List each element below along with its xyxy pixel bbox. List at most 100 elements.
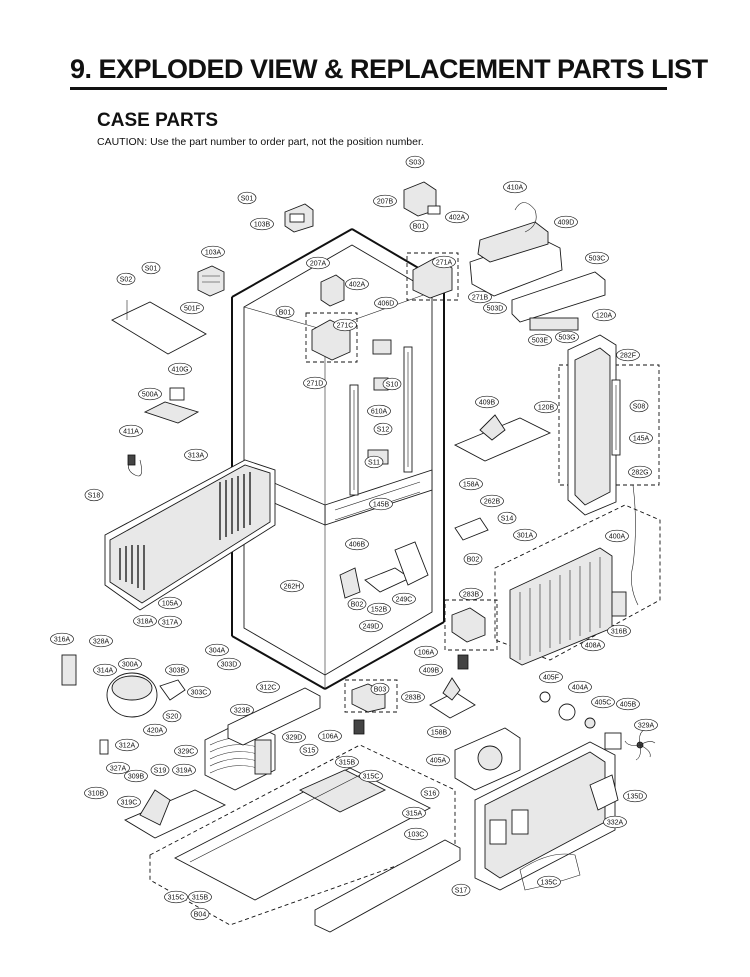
callout-label: 323B [234, 708, 251, 715]
callout-label: 404A [572, 685, 589, 692]
callout-label: 312C [260, 685, 277, 692]
callout-label: 271A [436, 260, 453, 267]
callout-label: 503C [589, 256, 606, 263]
callout-310b: 310B [84, 786, 108, 800]
callout-103c: 103C [404, 827, 428, 841]
callout-label: S08 [633, 404, 646, 411]
callout-label: 319A [176, 768, 193, 775]
callout-332a: 332A [603, 815, 627, 829]
callout-501f: 501F [180, 301, 204, 315]
callout-label: S14 [501, 516, 514, 523]
callout-283b: 283B [459, 587, 483, 601]
callout-label: 135D [627, 794, 644, 801]
callout-262h: 262H [280, 579, 304, 593]
callout-145b: 145B [369, 497, 393, 511]
callout-label: 106A [418, 650, 435, 657]
callout-label: S02 [120, 277, 133, 284]
callout-label: 152B [371, 607, 388, 614]
callout-120b: 120B [534, 400, 558, 414]
callout-b01: B01 [409, 219, 429, 233]
callout-label: 315B [192, 895, 209, 902]
callout-249d: 249D [359, 619, 383, 633]
callout-label: 501F [184, 306, 200, 313]
callout-label: S01 [145, 266, 158, 273]
callout-label: 103B [254, 222, 271, 229]
callout-label: 503D [487, 306, 504, 313]
callout-315b: 315B [335, 755, 359, 769]
callout-323b: 323B [230, 703, 254, 717]
callout-315c: 315C [359, 769, 383, 783]
section-title: CASE PARTS [97, 110, 219, 131]
callout-label: 409B [479, 400, 496, 407]
callout-b01: B01 [275, 305, 295, 319]
callout-label: 328A [93, 639, 110, 646]
callout-label: 271B [472, 295, 489, 302]
callout-271d: 271D [303, 376, 327, 390]
callout-label: S17 [455, 888, 468, 895]
callout-label: B01 [279, 310, 292, 317]
callout-label: 105A [162, 601, 179, 608]
callout-label: 406D [378, 301, 395, 308]
callout-label: 409B [423, 668, 440, 675]
callout-b02: B02 [347, 597, 367, 611]
callout-283b: 283B [401, 690, 425, 704]
callout-327a: 327A [106, 761, 130, 775]
callout-411a: 411A [119, 424, 143, 438]
callout-152b: 152B [367, 602, 391, 616]
callout-label: 283B [405, 695, 422, 702]
callout-label: 271C [337, 323, 354, 330]
callout-316a: 316A [50, 632, 74, 646]
callout-271c: 271C [333, 318, 357, 332]
callout-315b: 315B [188, 890, 212, 904]
callout-label: 303C [191, 690, 208, 697]
callout-label: 315A [406, 811, 423, 818]
callout-label: 411A [123, 429, 139, 436]
right-liner [558, 334, 660, 606]
cover-312c [227, 687, 321, 746]
callout-label: S11 [368, 460, 380, 467]
callout-s20: S20 [162, 709, 182, 723]
callout-label: 120B [538, 405, 555, 412]
callout-label: 610A [371, 409, 388, 416]
rear-cover [474, 741, 619, 891]
callout-label: 405A [430, 758, 447, 765]
callout-label: 329C [178, 749, 195, 756]
evaporator [494, 504, 661, 666]
callout-503e: 503E [528, 333, 552, 347]
callout-label: 282G [631, 470, 648, 477]
title-underline [70, 87, 667, 90]
callout-label: 283B [463, 592, 480, 599]
callout-316b: 316B [607, 624, 631, 638]
callout-label: S12 [377, 427, 390, 434]
callout-label: B04 [194, 912, 207, 919]
callout-s18: S18 [84, 488, 104, 502]
back-plate [104, 459, 276, 611]
callout-106a: 106A [414, 645, 438, 659]
rail-103c [314, 839, 461, 933]
callout-label: 145B [373, 502, 390, 509]
callout-label: 332A [607, 820, 624, 827]
callout-label: 503G [558, 335, 575, 342]
shelf-158a [453, 417, 552, 462]
callout-label: 262H [284, 584, 301, 591]
base-319c [124, 789, 227, 839]
fan-assembly [454, 691, 656, 791]
callout-312a: 312A [115, 738, 139, 752]
callout-s11: S11 [364, 455, 384, 469]
callout-315c: 315C [164, 890, 188, 904]
callout-label: 315C [168, 895, 185, 902]
callout-label: 207B [377, 199, 394, 206]
callout-label: S15 [303, 748, 316, 755]
compressor [61, 654, 186, 755]
callout-label: S01 [241, 196, 254, 203]
callout-158b: 158B [427, 725, 451, 739]
callout-135c: 135C [537, 875, 561, 889]
callout-label: 249D [363, 624, 380, 631]
callout-145a: 145A [629, 431, 653, 445]
dashed-box-283b-upper [444, 599, 498, 651]
callout-label: 120A [596, 313, 613, 320]
callout-409b: 409B [475, 395, 499, 409]
page-title: 9. EXPLODED VIEW & REPLACEMENT PARTS LIS… [70, 54, 708, 84]
callout-label: 249C [396, 597, 413, 604]
